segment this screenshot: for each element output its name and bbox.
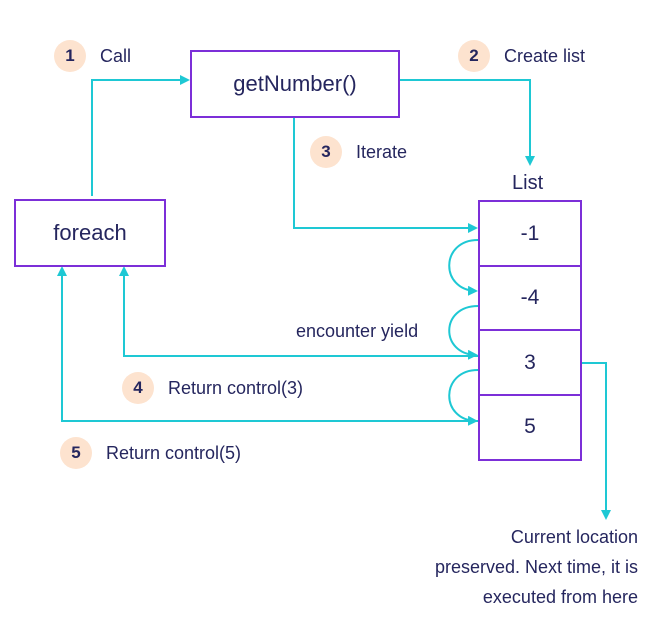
- step-number-badge: 4: [122, 372, 154, 404]
- list-item: 5: [478, 393, 582, 461]
- getnumber-label: getNumber(): [233, 71, 357, 96]
- list-item: -1: [478, 200, 582, 267]
- return-control-3-arrow: [119, 266, 478, 357]
- step-label: Create list: [504, 45, 586, 66]
- foreach-label: foreach: [53, 220, 127, 245]
- step-label: Return control(5): [106, 442, 242, 463]
- list-item: 3: [478, 329, 582, 396]
- step-create-list: 2 Create list: [458, 40, 585, 72]
- loop-arrow-3: [448, 369, 479, 426]
- step-label: Call: [100, 45, 132, 66]
- step-return-control-3: 4 Return control(3): [122, 372, 303, 404]
- preserved-location-note: Current location preserved. Next time, i…: [435, 522, 638, 612]
- create-list-arrow: [400, 79, 535, 166]
- note-line: executed from here: [482, 587, 638, 607]
- foreach-box: foreach: [14, 199, 166, 267]
- loop-arrow-1: [448, 239, 479, 296]
- note-line: Current location: [510, 527, 638, 547]
- step-number-badge: 3: [310, 136, 342, 168]
- iterate-arrow: [293, 116, 478, 233]
- encounter-yield-label: encounter yield: [296, 321, 419, 341]
- step-number-badge: 1: [54, 40, 86, 72]
- step-number-badge: 5: [60, 437, 92, 469]
- list-item: -4: [478, 264, 582, 332]
- note-line: preserved. Next time, it is: [434, 557, 638, 577]
- getnumber-box: getNumber(): [190, 50, 400, 118]
- step-label: Iterate: [356, 141, 408, 162]
- step-label: Return control(3): [168, 377, 304, 398]
- step-number-badge: 2: [458, 40, 490, 72]
- call-arrow: [91, 75, 190, 196]
- step-call: 1 Call: [54, 40, 131, 72]
- preserved-location-arrow: [582, 362, 611, 520]
- loop-arrow-2: [448, 305, 479, 360]
- step-iterate: 3 Iterate: [310, 136, 407, 168]
- return-control-5-arrow: [57, 266, 478, 422]
- list-title: List: [512, 172, 544, 194]
- step-return-control-5: 5 Return control(5): [60, 437, 241, 469]
